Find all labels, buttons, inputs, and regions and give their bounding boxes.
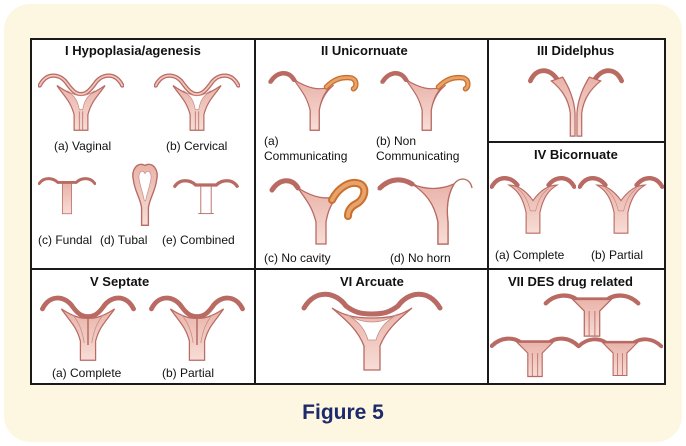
figure-caption: Figure 5	[0, 401, 686, 425]
uterus-fundal	[38, 168, 96, 220]
label-fundal: (c) Fundal	[38, 233, 92, 247]
uterus-combined	[166, 172, 246, 224]
label-cervical: (b) Cervical	[166, 139, 227, 153]
divider	[487, 141, 664, 143]
panel-title-bicornuate: IV Bicornuate	[534, 147, 618, 162]
uterus-didelphus	[506, 60, 646, 138]
label-partial: (b) Partial	[591, 248, 643, 262]
label-b-non: (b) Non	[376, 134, 416, 148]
divider	[254, 40, 256, 383]
divider	[254, 268, 487, 270]
panel-title-didelphus: III Didelphus	[537, 43, 614, 58]
des-uterus-right	[577, 328, 663, 380]
label-communicating-b: Communicating	[376, 149, 459, 163]
label-combined: (e) Combined	[162, 233, 235, 247]
panel-title-hypoplasia: I Hypoplasia/agenesis	[65, 43, 201, 58]
label-no-cavity: (c) No cavity	[264, 251, 331, 265]
anomaly-classification-panel: I Hypoplasia/agenesis (a) Vaginal (b) Ce…	[30, 38, 666, 385]
label-tubal: (d) Tubal	[100, 233, 147, 247]
label-vaginal: (a) Vaginal	[54, 139, 111, 153]
septate-partial	[144, 288, 250, 364]
unicornuate-no-cavity	[266, 166, 370, 246]
unicornuate-no-horn	[372, 166, 476, 246]
bicornuate-partial	[578, 166, 664, 242]
label-communicating: Communicating	[264, 149, 347, 163]
divider	[487, 268, 664, 270]
uterus-arcuate	[272, 286, 472, 372]
label-septate-complete: (a) Complete	[52, 366, 121, 380]
uterus-cervical-agenesis	[154, 66, 240, 136]
unicornuate-communicating	[260, 60, 364, 132]
label-a: (a)	[264, 134, 279, 148]
uterus-vaginal-agenesis	[38, 66, 124, 136]
bicornuate-complete	[490, 166, 576, 242]
des-uterus-left	[490, 328, 580, 380]
divider	[487, 40, 489, 383]
septate-complete	[36, 288, 140, 364]
label-septate-partial: (b) Partial	[162, 366, 214, 380]
label-complete: (a) Complete	[495, 248, 564, 262]
panel-title-septate: V Septate	[90, 274, 149, 289]
divider	[32, 268, 254, 270]
label-no-horn: (d) No horn	[390, 251, 451, 265]
unicornuate-non-communicating	[370, 60, 478, 132]
panel-title-unicornuate: II Unicornuate	[321, 43, 408, 58]
uterus-tubal	[128, 158, 162, 230]
